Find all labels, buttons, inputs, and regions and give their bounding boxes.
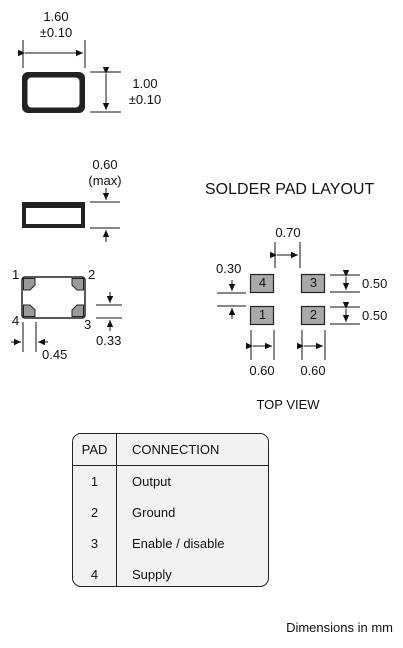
pad-pitch-h-value: 0.45 [42, 347, 68, 362]
width-value: 1.00 [132, 76, 158, 91]
gap-h-dimension [270, 242, 301, 268]
pad-label-2: 2 [309, 307, 318, 322]
pad-width-right-value: 0.60 [300, 363, 326, 378]
length-value: 1.60 [43, 9, 69, 24]
pad-label-4: 4 [258, 275, 267, 290]
pad-height-bottom-value: 0.50 [362, 308, 388, 323]
pad-width-dimensions [246, 330, 326, 360]
corner-label-2: 2 [88, 267, 96, 282]
length-dimension [18, 40, 86, 68]
corner-label-3: 3 [84, 317, 92, 332]
row-connection: Ground [132, 505, 176, 520]
pad-pitch-h-dimension [11, 322, 48, 352]
gap-h-value: 0.70 [275, 225, 301, 240]
table-row: 3 Enable / disable [73, 528, 268, 559]
pad-label-3: 3 [309, 275, 318, 290]
package-bottom-view [21, 276, 86, 319]
width-dimension [90, 67, 121, 113]
pad-connection-table: PAD CONNECTION 1 Output 2 Ground 3 Enabl… [72, 433, 269, 587]
table-row: 4 Supply [73, 559, 268, 586]
table-row: 2 Ground [73, 497, 268, 528]
row-connection: Enable / disable [132, 536, 225, 551]
pad-pitch-v-dimension [96, 292, 122, 331]
pad-height-dimensions [330, 270, 360, 325]
pad-width-left-value: 0.60 [249, 363, 275, 378]
header-pad: PAD [73, 434, 117, 465]
package-side-view [22, 202, 85, 228]
pad-label-1: 1 [258, 307, 267, 322]
height-value: 0.60 [92, 157, 118, 172]
table-row: 1 Output [73, 466, 268, 497]
gap-v-value: 0.30 [216, 261, 242, 276]
solder-pads [249, 273, 326, 326]
corner-label-4: 4 [12, 313, 20, 328]
units-note: Dimensions in mm [286, 620, 393, 635]
solder-layout-title: SOLDER PAD LAYOUT [205, 181, 375, 198]
corner-label-1: 1 [12, 267, 20, 282]
top-view-label: TOP VIEW [256, 397, 320, 412]
gap-v-dimension [217, 280, 246, 319]
row-connection: Supply [132, 567, 172, 582]
header-connection: CONNECTION [132, 442, 220, 457]
row-connection: Output [132, 474, 172, 489]
length-tolerance: ±0.10 [39, 25, 73, 40]
table-header: PAD CONNECTION [73, 434, 268, 466]
pad-pitch-v-value: 0.33 [96, 333, 122, 348]
width-tolerance: ±0.10 [128, 92, 162, 107]
row-pad: 4 [73, 559, 117, 586]
height-dimension [90, 188, 120, 242]
package-top-view [22, 72, 85, 113]
row-pad: 1 [73, 466, 117, 497]
row-pad: 3 [73, 528, 117, 559]
row-pad: 2 [73, 497, 117, 528]
pad-height-top-value: 0.50 [362, 276, 388, 291]
height-note: (max) [88, 173, 122, 188]
